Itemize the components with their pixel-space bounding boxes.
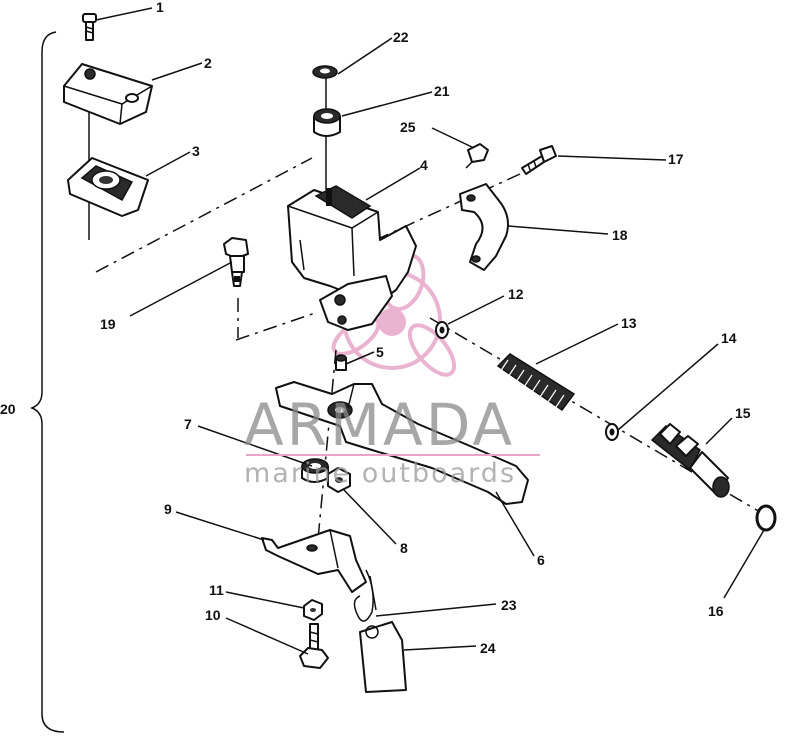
part-label-25: 25 bbox=[400, 119, 416, 135]
part-label-13: 13 bbox=[621, 315, 637, 331]
washer-icon bbox=[435, 321, 449, 339]
screw-icon bbox=[82, 13, 97, 41]
bolt-icon bbox=[299, 623, 329, 669]
spring-icon bbox=[496, 353, 576, 412]
reservoir-cover-icon bbox=[63, 63, 153, 125]
part-label-2: 2 bbox=[204, 55, 212, 71]
part-label-22: 22 bbox=[393, 29, 409, 45]
nut-icon bbox=[327, 467, 351, 493]
snap-ring-icon bbox=[755, 504, 777, 532]
nut-icon bbox=[303, 599, 323, 621]
part-label-3: 3 bbox=[192, 143, 200, 159]
part-label-24: 24 bbox=[480, 640, 496, 656]
washer-icon bbox=[605, 423, 619, 441]
pivot-bolt-icon bbox=[223, 237, 249, 287]
pivot-pin-icon bbox=[335, 354, 347, 371]
washer-icon bbox=[312, 65, 338, 79]
part-label-12: 12 bbox=[508, 286, 524, 302]
part-label-19: 19 bbox=[100, 316, 116, 332]
part-label-21: 21 bbox=[434, 83, 450, 99]
watermark-brand: ARMADA bbox=[244, 391, 515, 459]
wire-icon bbox=[353, 569, 377, 622]
brake-lever-icon bbox=[275, 381, 529, 505]
part-label-6: 6 bbox=[537, 552, 545, 568]
part-label-5: 5 bbox=[376, 344, 384, 360]
part-label-23: 23 bbox=[501, 597, 517, 613]
diaphragm-icon bbox=[67, 157, 149, 217]
bleeder-fitting-icon bbox=[465, 143, 489, 169]
sleeve-icon bbox=[313, 108, 341, 137]
bracket-icon bbox=[261, 529, 367, 593]
part-label-4: 4 bbox=[420, 157, 428, 173]
part-label-14: 14 bbox=[721, 330, 737, 346]
part-label-17: 17 bbox=[668, 151, 684, 167]
master-cylinder-body-icon bbox=[287, 185, 417, 331]
part-label-15: 15 bbox=[735, 405, 751, 421]
part-label-18: 18 bbox=[612, 227, 628, 243]
leader-lines bbox=[95, 7, 765, 655]
tag-icon bbox=[359, 621, 407, 693]
part-label-16: 16 bbox=[708, 603, 724, 619]
part-label-20: 20 bbox=[0, 401, 16, 417]
part-label-8: 8 bbox=[400, 540, 408, 556]
assembly-brace-icon bbox=[29, 31, 65, 733]
part-label-10: 10 bbox=[205, 607, 221, 623]
clamp-icon bbox=[459, 183, 509, 271]
part-label-1: 1 bbox=[156, 0, 164, 15]
part-label-9: 9 bbox=[164, 501, 172, 517]
part-label-11: 11 bbox=[209, 582, 224, 598]
piston-icon bbox=[650, 423, 730, 498]
screw-icon bbox=[521, 145, 557, 175]
watermark-tagline: marine outboards bbox=[244, 458, 516, 489]
part-label-7: 7 bbox=[184, 416, 192, 432]
